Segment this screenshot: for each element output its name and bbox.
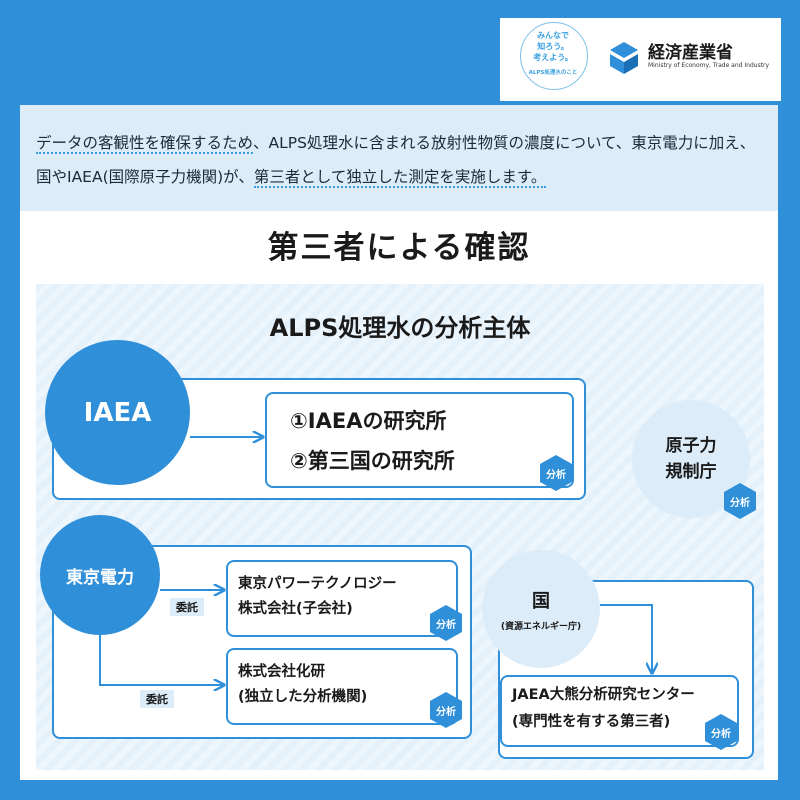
tepco-circle: 東京電力 — [40, 515, 160, 635]
nra-name-line2: 規制庁 — [665, 462, 717, 482]
page-title: 第三者による確認 — [267, 230, 531, 266]
iaea-labs-box — [265, 392, 574, 488]
iaea-lab-1: ①IAEAの研究所 — [290, 409, 447, 433]
arrow-tepco-to-sub2 — [99, 635, 223, 685]
tepco-sub1-box — [226, 560, 458, 637]
nra-name-line1: 原子力 — [665, 436, 717, 456]
intro-band — [20, 105, 778, 211]
intro-emphasis-1: データの客観性を確保するため — [36, 134, 254, 154]
iaea-circle: IAEA — [45, 340, 190, 485]
tepco-sub2-text: 株式会社化研 (独立した分析機関) — [238, 660, 367, 710]
tepco-sub2-box — [226, 648, 458, 725]
govt-circle: 国 (資源エネルギー庁) — [482, 550, 600, 668]
ministry-name: 経済産業省 — [648, 43, 733, 63]
tepco-sub2-line1: 株式会社化研 — [238, 664, 325, 680]
iaea-lab-2: ②第三国の研究所 — [290, 449, 455, 473]
meti-logo-icon — [610, 42, 638, 74]
govt-agency: (資源エネルギー庁) — [500, 621, 582, 632]
jaea-text: JAEA大熊分析研究センター (専門性を有する第三者) — [512, 682, 695, 736]
jaea-line2: (専門性を有する第三者) — [512, 714, 671, 730]
tepco-sub2-line2: (独立した分析機関) — [238, 689, 368, 705]
arrow-govt-to-jaea — [600, 604, 652, 672]
analysis-badge-tepco-sub2: 分析 — [430, 692, 462, 728]
intro-comma: 、 — [238, 168, 254, 186]
campaign-badge — [520, 22, 588, 90]
campaign-badge-subtext: ALPS処理水のこと — [528, 70, 578, 76]
tepco-sub1-text: 東京パワーテクノロジー 株式会社(子会社) — [238, 572, 397, 622]
analysis-badge-tepco-sub1: 分析 — [430, 605, 462, 641]
entrust-label-2: 委託 — [140, 690, 174, 708]
intro-text: データの客観性を確保するため、ALPS処理水に含まれる放射性物質の濃度について、… — [36, 126, 766, 194]
intro-emphasis-2: 第三者として独立した測定を実施します。 — [253, 168, 547, 188]
campaign-badge-text: みんなで 知ろう。 考えよう。 — [533, 31, 573, 62]
govt-name: 国 — [532, 590, 550, 612]
tepco-sub1-line1: 東京パワーテクノロジー — [238, 576, 397, 592]
jaea-box — [500, 675, 739, 747]
entrust-label-1: 委託 — [170, 598, 204, 616]
diagram-title: ALPS処理水の分析主体 — [269, 314, 531, 342]
tepco-sub1-line2: 株式会社(子会社) — [238, 601, 353, 617]
jaea-line1: JAEA大熊分析研究センター — [512, 687, 695, 703]
ministry-name-en: Ministry of Economy, Trade and Industry — [648, 62, 770, 69]
intro-body: 、ALPS処理水に含まれる放射性物質の濃度について、東京電力に加え、国やIAEA… — [36, 134, 756, 186]
